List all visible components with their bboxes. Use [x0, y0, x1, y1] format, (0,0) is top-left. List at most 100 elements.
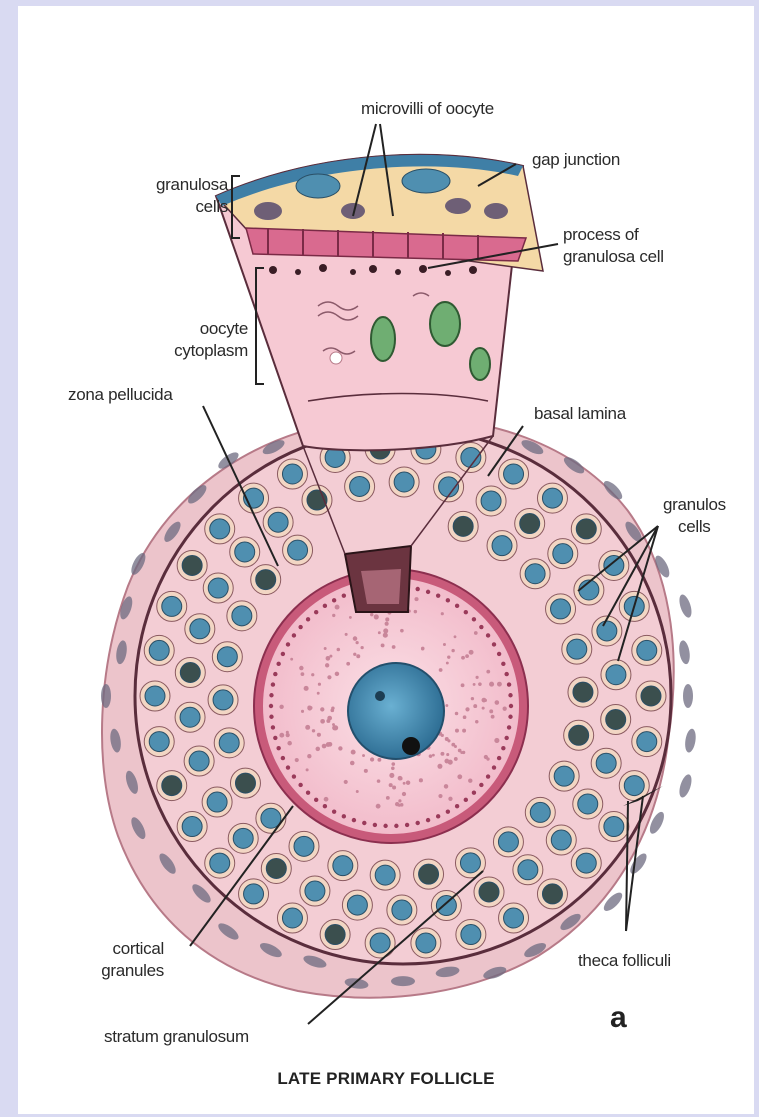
cortical-granule: [426, 590, 430, 594]
cortical-granule: [436, 593, 440, 597]
cytoplasm-granule: [326, 719, 330, 723]
cytoplasm-granule: [307, 705, 311, 709]
cytoplasm-granule: [356, 654, 360, 658]
granulosa-nucleus: [554, 766, 574, 786]
cytoplasm-granule: [447, 739, 450, 742]
nucleolus: [402, 737, 420, 755]
cytoplasm-granule: [448, 797, 452, 801]
panel-letter: a: [610, 1001, 627, 1035]
granulosa-nucleus: [569, 725, 589, 745]
cytoplasm-granule: [473, 704, 477, 708]
cytoplasm-granule: [378, 631, 381, 634]
cytoplasm-granule: [406, 781, 410, 785]
theca-cell-nucleus: [683, 684, 693, 708]
cytoplasm-granule: [439, 668, 443, 672]
cytoplasm-granule: [356, 790, 359, 793]
label-process-2: granulosa cell: [563, 246, 664, 267]
label-process-1: process of: [563, 224, 638, 245]
cytoplasm-granule: [461, 656, 465, 660]
cytoplasm-granule: [474, 631, 478, 635]
cytoplasm-granule: [325, 663, 329, 667]
cytoplasm-granule: [356, 641, 359, 644]
cytoplasm-granule: [312, 729, 315, 732]
cytoplasm-granule: [465, 707, 469, 711]
cytoplasm-granule: [392, 645, 396, 649]
cortical-granule: [464, 798, 468, 802]
granulosa-nucleus: [606, 709, 626, 729]
granulosa-nucleus: [518, 860, 538, 880]
cytoplasm-granule: [457, 774, 462, 779]
granulosa-nucleus: [213, 690, 233, 710]
granulosa-nucleus: [282, 908, 302, 928]
cytoplasm-granule: [324, 647, 327, 650]
cytoplasm-granule: [333, 725, 338, 730]
cortical-granule: [383, 824, 387, 828]
granulosa-nucleus: [219, 733, 239, 753]
cortical-granule: [416, 587, 420, 591]
cytoplasm-granule: [399, 777, 403, 781]
cytoplasm-granule: [338, 746, 342, 750]
granulosa-nucleus: [288, 540, 308, 560]
cytoplasm-granule: [486, 670, 490, 674]
cytoplasm-granule: [446, 753, 449, 756]
granulosa-nucleus: [235, 773, 255, 793]
cytoplasm-granule: [326, 742, 331, 747]
granulosa-nucleus: [498, 832, 518, 852]
label-zona-pellucida: zona pellucida: [68, 384, 173, 405]
granulosa-nucleus: [347, 895, 367, 915]
label-microvilli: microvilli of oocyte: [361, 98, 494, 119]
cytoplasm-granule: [441, 734, 444, 737]
cytoplasm-granule: [295, 758, 299, 762]
cytoplasm-granule: [364, 769, 368, 773]
cortical-granule: [472, 791, 476, 795]
cytoplasm-granule: [403, 782, 406, 785]
cytoplasm-granule: [346, 662, 350, 666]
cytoplasm-granule: [478, 682, 482, 686]
theca-cell-nucleus: [101, 684, 111, 708]
cortical-granule: [352, 818, 356, 822]
cytoplasm-granule: [374, 614, 379, 619]
cytoplasm-granule: [330, 708, 334, 712]
cytoplasm-granule: [383, 633, 388, 638]
cytoplasm-granule: [469, 650, 474, 655]
cytoplasm-granule: [438, 794, 442, 798]
cytoplasm-granule: [360, 646, 363, 649]
granulosa-nucleus: [210, 519, 230, 539]
granulosa-nucleus: [149, 640, 169, 660]
granulosa-nucleus: [520, 514, 540, 534]
cortical-granule: [314, 610, 318, 614]
cytoplasm-granule: [451, 649, 454, 652]
granulosa-nucleus: [637, 640, 657, 660]
cytoplasm-granule: [317, 692, 320, 695]
cytoplasm-granule: [462, 729, 466, 733]
cortical-granule: [504, 736, 508, 740]
cortical-granule: [269, 693, 273, 697]
chromatin-spot: [375, 691, 385, 701]
granulosa-nucleus: [207, 792, 227, 812]
cortical-granule: [507, 682, 511, 686]
cytoplasm-granule: [305, 725, 310, 730]
cytoplasm-granule: [445, 704, 448, 707]
cortical-granule: [342, 593, 346, 597]
granulosa-nucleus: [573, 682, 593, 702]
cytoplasm-granule: [335, 672, 340, 677]
cytoplasm-granule: [290, 658, 293, 661]
cortical-granule: [276, 746, 280, 750]
granulosa-nucleus: [256, 570, 276, 590]
granulosa-nucleus: [641, 686, 661, 706]
cytoplasm-granule: [437, 764, 442, 769]
granulosa-nucleus: [606, 665, 626, 685]
granulosa-nucleus: [210, 853, 230, 873]
granulosa-nucleus: [504, 464, 524, 484]
cortical-granule: [416, 821, 420, 825]
cortical-granule: [446, 809, 450, 813]
cortical-granule: [497, 652, 501, 656]
granulosa-nucleus: [525, 564, 545, 584]
cortical-granule: [486, 633, 490, 637]
granulosa-nucleus: [597, 621, 617, 641]
cytoplasm-granule: [486, 757, 489, 760]
cytoplasm-granule: [344, 780, 348, 784]
cytoplasm-granule: [476, 676, 479, 679]
granulosa-nucleus: [416, 933, 436, 953]
granulosa-nucleus: [460, 853, 480, 873]
